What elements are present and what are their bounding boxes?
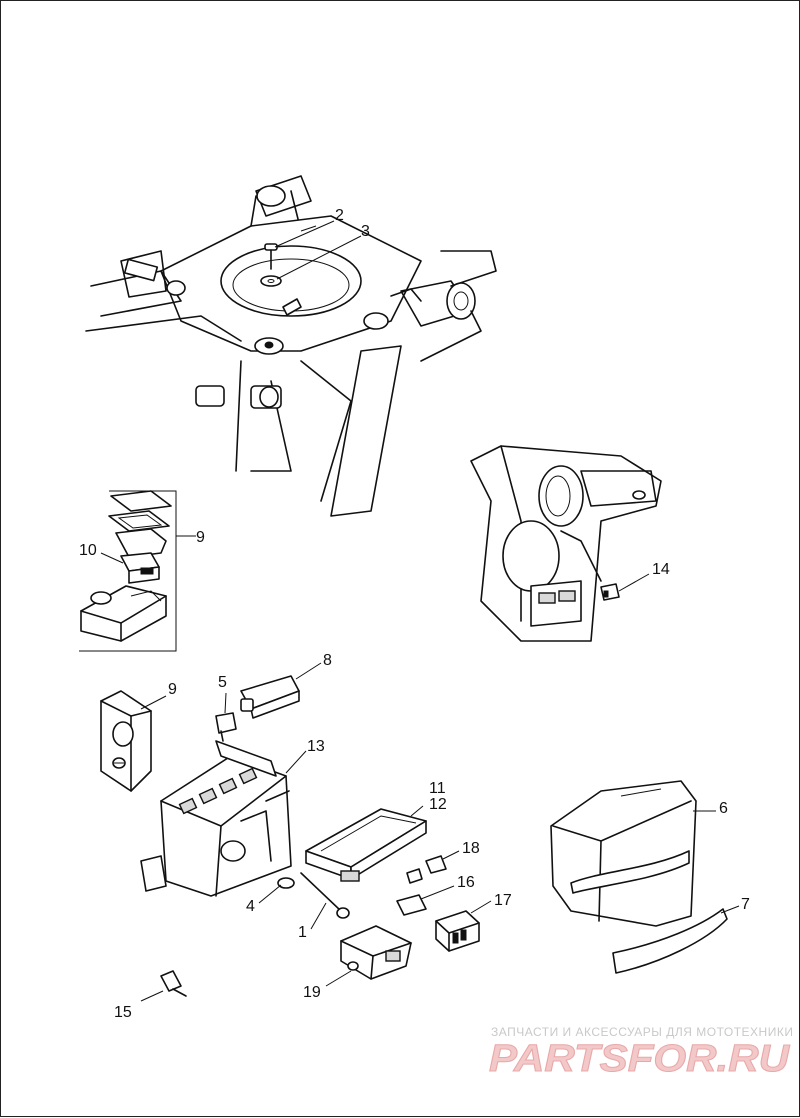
callout-4: 4 — [246, 898, 255, 915]
callout-10: 10 — [79, 542, 97, 559]
callout-3: 3 — [361, 223, 370, 240]
fuse-box-housing — [140, 740, 292, 897]
callout-5: 5 — [218, 674, 227, 691]
callout-17: 17 — [494, 892, 512, 909]
callout-2: 2 — [335, 207, 344, 224]
connector-parts — [215, 675, 300, 742]
callout-9a: 9 — [196, 529, 205, 546]
watermark-subtitle: ЗАПЧАСТИ И АКСЕССУАРЫ ДЛЯ МОТОТЕХНИКИ — [491, 1025, 793, 1039]
control-unit — [340, 925, 412, 980]
callout-7: 7 — [741, 896, 750, 913]
callout-19: 19 — [303, 984, 321, 1001]
side-cover-assembly — [470, 445, 662, 642]
fuses — [396, 855, 447, 916]
callout-6: 6 — [719, 800, 728, 817]
callout-16: 16 — [457, 874, 475, 891]
inset-kit-box — [79, 490, 177, 652]
callout-12: 12 — [429, 796, 447, 813]
callout-14: 14 — [652, 561, 670, 578]
callout-8: 8 — [323, 652, 332, 669]
screw-and-washer — [277, 872, 350, 919]
leader-lines — [100, 220, 740, 1002]
watermark: ЗАПЧАСТИ И АКСЕССУАРЫ ДЛЯ МОТОТЕХНИКИ PA… — [489, 1025, 793, 1081]
sensor — [160, 970, 187, 997]
callout-18: 18 — [462, 840, 480, 857]
callout-9b: 9 — [168, 681, 177, 698]
reflector-trim — [612, 908, 728, 974]
frame-assembly — [85, 175, 497, 517]
callout-labels: 2 3 9 10 14 8 5 9 13 11 12 6 18 16 17 4 … — [79, 207, 750, 1021]
watermark-logo: PARTSFOR.RU — [489, 1038, 791, 1080]
callout-11: 11 — [429, 780, 446, 797]
battery-cover — [550, 780, 697, 927]
relay — [435, 910, 480, 952]
box-cover — [100, 690, 152, 792]
callout-1: 1 — [298, 924, 307, 941]
callout-15: 15 — [114, 1004, 132, 1021]
electronic-module — [305, 808, 427, 882]
callout-13: 13 — [307, 738, 325, 755]
